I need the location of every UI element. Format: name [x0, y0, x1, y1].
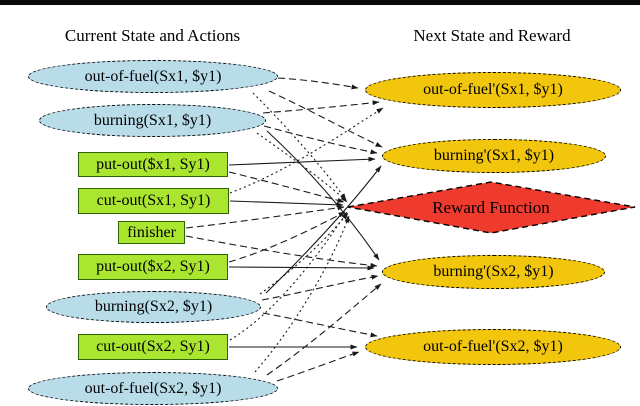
- node-burning-x1: burning(Sx1, $y1): [39, 104, 266, 137]
- edge-putout1-to-b1p: [228, 156, 376, 166]
- edge-putout2-to-b2p: [228, 265, 375, 271]
- edge-oof1-to-reward: [252, 92, 347, 201]
- edge-cutout1-to-oof1p: [229, 107, 384, 194]
- edge-putout1-to-reward: [228, 171, 345, 203]
- reward-diamond-shape: [347, 181, 636, 234]
- right-column-header: Next State and Reward: [413, 26, 571, 45]
- node-out-of-fuel-x1: out-of-fuel(Sx1, $y1): [28, 60, 278, 93]
- edge-b2-to-b1p: [265, 165, 382, 294]
- edge-cutout2-to-reward: [229, 211, 348, 341]
- edge-b2-to-b2p: [261, 274, 379, 301]
- edge-oof2-to-reward: [254, 215, 350, 373]
- edge-b2-to-reward: [259, 212, 349, 295]
- edge-finisher-to-b2p: [185, 235, 378, 268]
- edge-oof1-to-oof1p: [277, 77, 359, 90]
- node-put-out-x2: put-out($x2, Sy1): [78, 254, 228, 280]
- node-finisher: finisher: [118, 221, 185, 244]
- edge-putout2-to-reward: [228, 211, 346, 263]
- node-out-of-fuel-prime-x2: out-of-fuel'(Sx2, $y1): [365, 329, 621, 365]
- node-cut-out-x2: cut-out(Sx2, Sy1): [78, 334, 228, 360]
- node-burning-prime-x2: burning'(Sx2, $y1): [382, 255, 605, 289]
- edge-b1-to-oof1p: [262, 100, 380, 114]
- edge-oof2-to-oof2p: [276, 351, 360, 382]
- edge-b1-to-reward: [256, 132, 348, 203]
- edge-cutout1-to-reward: [229, 200, 344, 208]
- node-reward-function: Reward Function: [432, 197, 550, 217]
- edge-oof2-to-b2p: [266, 283, 382, 376]
- node-out-of-fuel-x2: out-of-fuel(Sx2, $y1): [28, 372, 278, 405]
- left-column-header: Current State and Actions: [64, 26, 241, 45]
- edge-oof1-to-b1p: [268, 90, 383, 148]
- edge-finisher-to-reward: [185, 205, 345, 229]
- node-burning-x2: burning(Sx2, $y1): [46, 291, 261, 323]
- node-out-of-fuel-prime-x1: out-of-fuel'(Sx1, $y1): [365, 72, 621, 108]
- node-put-out-x1: put-out($x1, Sy1): [78, 152, 228, 177]
- edge-b2-to-oof2p: [262, 312, 378, 338]
- top-border-bar: [0, 0, 640, 5]
- node-cut-out-x1: cut-out(Sx1, Sy1): [78, 188, 229, 214]
- edge-b1-to-b2p: [266, 130, 380, 261]
- node-burning-prime-x1: burning'(Sx1, $y1): [382, 139, 606, 173]
- edge-b1-to-b1p: [263, 125, 378, 155]
